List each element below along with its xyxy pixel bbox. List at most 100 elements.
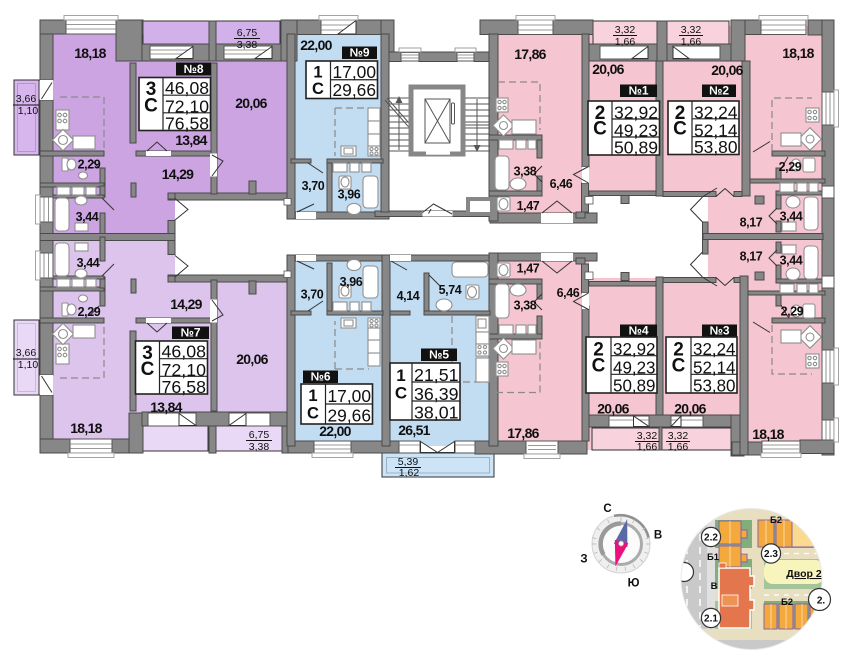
svg-text:8,17: 8,17 (740, 216, 763, 230)
svg-text:№4: №4 (628, 324, 648, 338)
svg-text:4,14: 4,14 (397, 289, 420, 303)
svg-text:№1: №1 (628, 84, 648, 98)
svg-text:18,18: 18,18 (752, 426, 784, 442)
svg-text:3: 3 (146, 79, 157, 100)
svg-text:3,44: 3,44 (780, 254, 803, 268)
svg-text:2.3: 2.3 (764, 549, 778, 560)
svg-text:1: 1 (308, 387, 317, 405)
svg-text:29,66: 29,66 (328, 406, 372, 426)
svg-text:26,51: 26,51 (398, 422, 430, 438)
svg-text:С: С (593, 119, 607, 140)
svg-text:3,70: 3,70 (301, 288, 324, 302)
svg-text:32,92: 32,92 (614, 102, 658, 122)
svg-text:76,58: 76,58 (165, 113, 209, 133)
svg-text:22,00: 22,00 (300, 37, 332, 53)
svg-text:№2: №2 (709, 84, 729, 98)
svg-text:6,46: 6,46 (557, 286, 580, 300)
svg-text:32,92: 32,92 (613, 339, 656, 359)
svg-text:8,17: 8,17 (740, 250, 763, 264)
svg-text:72,10: 72,10 (162, 360, 207, 380)
svg-text:18,18: 18,18 (782, 45, 814, 61)
svg-text:С: С (603, 503, 611, 515)
svg-text:№9: №9 (349, 46, 369, 60)
svg-text:2.: 2. (817, 596, 826, 607)
svg-text:3,44: 3,44 (77, 256, 100, 270)
svg-text:№3: №3 (709, 324, 729, 338)
svg-text:1,10: 1,10 (18, 105, 39, 117)
svg-text:53,80: 53,80 (693, 376, 736, 396)
svg-text:Ю: Ю (628, 578, 640, 590)
svg-text:3,32: 3,32 (668, 430, 689, 442)
svg-text:2,29: 2,29 (781, 305, 804, 319)
svg-text:Двор 2: Двор 2 (786, 568, 822, 580)
svg-text:29,66: 29,66 (333, 80, 377, 100)
svg-text:14,29: 14,29 (162, 166, 194, 182)
svg-text:1,66: 1,66 (668, 441, 689, 453)
svg-text:№5: №5 (429, 348, 449, 362)
svg-text:2,29: 2,29 (78, 305, 101, 319)
svg-text:С: С (395, 384, 407, 403)
svg-text:17,00: 17,00 (333, 62, 377, 82)
svg-text:17,86: 17,86 (514, 46, 546, 62)
svg-text:5,74: 5,74 (439, 283, 462, 297)
svg-text:52,14: 52,14 (694, 120, 738, 140)
svg-text:32,24: 32,24 (693, 339, 736, 359)
svg-text:2: 2 (673, 340, 684, 361)
svg-text:Б2: Б2 (781, 597, 793, 608)
svg-text:3,66: 3,66 (16, 93, 37, 105)
svg-text:6,75: 6,75 (249, 429, 270, 441)
svg-text:1,66: 1,66 (615, 36, 636, 48)
svg-text:3,38: 3,38 (514, 299, 537, 313)
svg-text:С: С (673, 119, 687, 140)
svg-text:С: С (592, 356, 606, 377)
svg-text:14,29: 14,29 (170, 296, 202, 312)
svg-text:50,89: 50,89 (613, 376, 656, 396)
svg-text:3,70: 3,70 (302, 179, 325, 193)
svg-text:38,01: 38,01 (414, 403, 459, 423)
svg-text:3: 3 (142, 343, 153, 364)
svg-text:13,84: 13,84 (175, 132, 207, 148)
svg-text:52,14: 52,14 (693, 358, 736, 378)
svg-text:2: 2 (675, 103, 686, 124)
svg-text:5,39: 5,39 (398, 456, 419, 468)
svg-text:20,06: 20,06 (235, 95, 267, 111)
svg-text:20,06: 20,06 (592, 61, 624, 77)
svg-text:2: 2 (593, 340, 604, 361)
svg-text:1,66: 1,66 (681, 36, 702, 48)
svg-text:49,23: 49,23 (614, 121, 658, 141)
svg-text:1,47: 1,47 (517, 199, 540, 213)
svg-text:72,10: 72,10 (165, 97, 209, 117)
svg-text:3,66: 3,66 (16, 347, 37, 359)
svg-text:С: С (141, 359, 155, 380)
svg-text:53,80: 53,80 (694, 137, 738, 157)
svg-text:2,29: 2,29 (78, 158, 101, 172)
svg-text:3,96: 3,96 (338, 188, 361, 202)
svg-text:1: 1 (396, 366, 405, 385)
svg-text:3,32: 3,32 (637, 430, 658, 442)
svg-text:№6: №6 (310, 370, 330, 384)
svg-text:3,32: 3,32 (615, 24, 636, 36)
svg-text:6,75: 6,75 (237, 27, 258, 39)
svg-text:46,08: 46,08 (162, 341, 207, 361)
svg-text:20,06: 20,06 (236, 351, 268, 367)
svg-text:22,00: 22,00 (319, 423, 351, 439)
svg-text:1,62: 1,62 (399, 467, 420, 479)
svg-text:С: С (312, 80, 324, 98)
svg-text:В: В (654, 530, 662, 542)
svg-text:3,38: 3,38 (249, 441, 270, 453)
svg-text:С: С (672, 356, 686, 377)
svg-text:Б2: Б2 (770, 515, 782, 526)
svg-text:2.1: 2.1 (704, 614, 718, 625)
svg-text:13,84: 13,84 (150, 399, 182, 415)
svg-text:З: З (580, 554, 587, 566)
svg-text:3,32: 3,32 (681, 24, 702, 36)
svg-text:18,18: 18,18 (70, 420, 102, 436)
svg-text:В: В (711, 581, 718, 592)
svg-text:17,00: 17,00 (328, 386, 372, 406)
svg-text:3,38: 3,38 (514, 165, 537, 179)
svg-text:3,38: 3,38 (237, 39, 258, 51)
svg-text:49,23: 49,23 (613, 358, 656, 378)
svg-text:3,96: 3,96 (340, 275, 363, 289)
svg-text:1,66: 1,66 (637, 441, 658, 453)
svg-text:20,06: 20,06 (711, 62, 743, 78)
